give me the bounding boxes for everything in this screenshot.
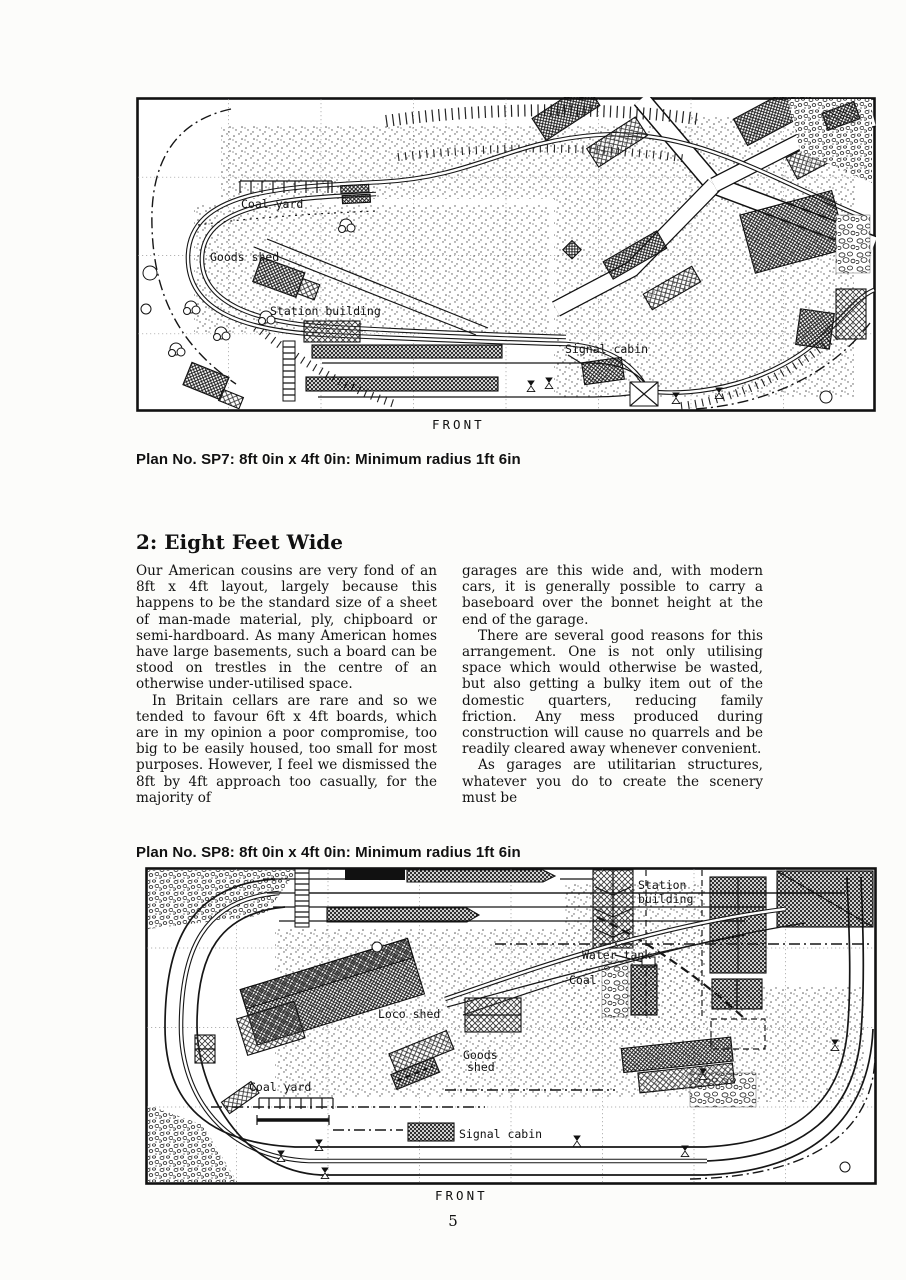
sp8-label-front: FRONT <box>435 1188 488 1203</box>
paragraph: garages are this wide and, with modern c… <box>462 563 763 628</box>
sp8-label-station-building-1: Station <box>638 878 686 892</box>
sp7-label-goods-shed: Goods shed <box>210 250 279 264</box>
body-column-2: garages are this wide and, with modern c… <box>462 563 763 806</box>
sp8-water-coal <box>601 954 658 1018</box>
sp7-platform-2 <box>305 376 499 392</box>
sp8-coal-yard <box>194 1034 334 1125</box>
sp7-label-coal-yard: Coal yard <box>241 197 303 211</box>
sp7-scenery <box>140 218 833 410</box>
paragraph: Our American cousins are very fond of an… <box>136 563 437 693</box>
sp8-station-area <box>294 868 557 928</box>
sp8-loco-shed-area <box>235 906 806 1056</box>
sp8-scenery <box>371 941 851 1173</box>
sp7-town-buildings <box>531 97 872 350</box>
plan-sp7-diagram: Coal yard Goods shed Station building Si… <box>136 97 876 432</box>
sp7-signal-cabin-pointer <box>567 354 585 366</box>
section-heading: 2: Eight Feet Wide <box>136 530 344 554</box>
sp8-caption: Plan No. SP8: 8ft 0in x 4ft 0in: Minimum… <box>136 844 521 861</box>
sp7-coal-yard <box>197 180 377 226</box>
sp8-top-sidings <box>164 878 845 1176</box>
sp7-station-area <box>282 320 503 402</box>
sp8-dashdot-lines <box>211 943 871 1131</box>
sp7-goods-shed-building <box>252 256 321 301</box>
body-column-1: Our American cousins are very fond of an… <box>136 563 437 806</box>
paragraph: As garages are utilitarian structures, w… <box>462 757 763 806</box>
sp8-buildings-right <box>592 869 874 1050</box>
plan-sp8-diagram: Station building Water tank Coal Loco sh… <box>145 867 877 1203</box>
sp8-label-goods-shed-1: Goods <box>463 1048 498 1062</box>
sp7-platform-1 <box>311 344 503 359</box>
sp7-label-signal-cabin: Signal cabin <box>565 342 648 356</box>
page-number: 5 <box>448 1212 458 1230</box>
sp8-rock-texture <box>148 870 757 1182</box>
sp8-warehouses <box>620 1036 736 1094</box>
sp7-scenic-edge <box>151 108 237 385</box>
sp8-platform-2 <box>326 907 481 923</box>
sp7-goods-sidings <box>253 183 489 336</box>
sp8-label-water-tank: Water tank <box>582 948 651 962</box>
sp7-signal-cabin-building <box>581 356 625 386</box>
sp8-label-coal: Coal <box>569 973 597 987</box>
sp8-label-coal-yard: Coal yard <box>249 1080 311 1094</box>
paragraph: There are several good reasons for this … <box>462 627 763 758</box>
sp8-label-goods-shed-2: shed <box>467 1060 495 1074</box>
sp8-goods-shed-area <box>388 1029 455 1091</box>
sp7-station-building <box>303 320 361 343</box>
sp7-label-station-building: Station building <box>270 304 381 318</box>
sp8-label-loco-shed: Loco shed <box>378 1007 440 1021</box>
sp8-label-signal-cabin: Signal cabin <box>459 1127 542 1141</box>
paragraph: In Britain cellars are rare and so we te… <box>136 692 437 806</box>
sp7-label-front: FRONT <box>432 417 485 432</box>
sp8-signal-cabin-building <box>407 1122 455 1142</box>
sp8-platform-1 <box>406 869 557 883</box>
sp8-right-loop <box>689 876 876 1180</box>
sp8-label-station-building-2: building <box>638 892 693 906</box>
sp8-coal-stage <box>630 964 658 1016</box>
sp7-caption: Plan No. SP7: 8ft 0in x 4ft 0in: Minimum… <box>136 451 521 468</box>
sp8-footbridge <box>294 868 310 928</box>
